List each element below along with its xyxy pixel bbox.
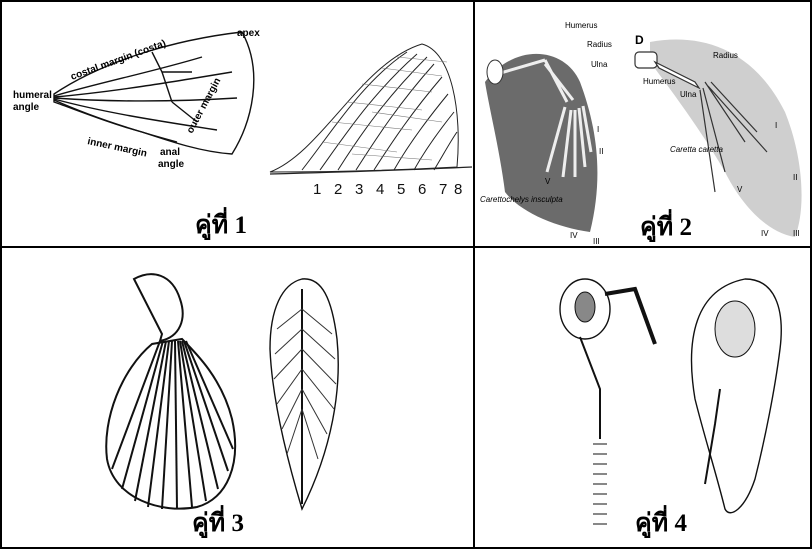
vein-number-4: 4 xyxy=(376,181,384,198)
right-digit-III: III xyxy=(793,229,800,238)
panel-pair-3: คู่ที่ 3 xyxy=(2,249,473,547)
left-radius-label: Radius xyxy=(587,40,612,49)
pair-2-label: คู่ที่ 2 xyxy=(640,215,692,240)
left-digit-IV: IV xyxy=(570,231,578,240)
right-species-label: Caretta caretta xyxy=(670,145,723,154)
humeral-angle-label-1: humeral xyxy=(13,90,52,101)
left-humerus-head xyxy=(487,60,503,84)
costal-margin-label: costal margin (costa) xyxy=(69,38,167,83)
panel-pair-4: คู่ที่ 4 xyxy=(475,249,810,547)
broad-fin-base xyxy=(134,274,183,341)
turtle-flipper-diagrams: Humerus Radius Ulna I II III IV V Carett… xyxy=(475,2,810,246)
vein-number-6: 6 xyxy=(418,181,426,198)
right-ulna-label: Ulna xyxy=(680,90,697,99)
left-species-label: Carettochelys insculpta xyxy=(480,195,563,204)
vein-number-3: 3 xyxy=(355,181,363,198)
vein-number-8: 8 xyxy=(454,181,462,198)
right-label-d: D xyxy=(635,33,644,47)
narrow-fin-outline xyxy=(270,279,338,509)
right-radius-label: Radius xyxy=(713,51,738,60)
left-digit-II: II xyxy=(599,147,603,156)
right-digit-IV: IV xyxy=(761,229,769,238)
vein-number-7: 7 xyxy=(439,181,447,198)
left-digit-III: III xyxy=(593,237,600,246)
left-ulna-label: Ulna xyxy=(591,60,608,69)
left-humerus-label: Humerus xyxy=(565,21,597,30)
right-digit-I: I xyxy=(775,121,777,130)
humeral-angle-label-2: angle xyxy=(13,102,40,113)
vein-number-5: 5 xyxy=(397,181,405,198)
apex-label: apex xyxy=(237,28,260,39)
insect-wing-diagrams: apex costal margin (costa) humeral angle… xyxy=(2,2,473,246)
vein-number-2: 2 xyxy=(334,181,342,198)
left-digit-I: I xyxy=(597,125,599,134)
left-digit-V: V xyxy=(545,177,551,186)
antenna xyxy=(605,289,655,344)
mouthpart-diagrams xyxy=(475,249,810,547)
fin-feather-diagrams xyxy=(2,249,473,547)
pair-1-label: คู่ที่ 1 xyxy=(195,213,247,238)
right-digit-V: V xyxy=(737,185,743,194)
pair-4-label: คู่ที่ 4 xyxy=(635,511,687,536)
compound-eye xyxy=(575,292,595,322)
anal-angle-label-2: angle xyxy=(158,159,185,170)
vein-number-1: 1 xyxy=(313,181,321,198)
right-humerus-label: Humerus xyxy=(643,77,675,86)
left-flipper-tissue xyxy=(485,54,597,232)
right-digit-II: II xyxy=(793,173,797,182)
outer-margin-label: outer margin xyxy=(185,76,223,135)
right-head-eye xyxy=(715,301,755,357)
right-flipper-shade xyxy=(650,40,802,237)
proboscis-segments xyxy=(593,444,607,524)
inner-margin-label: inner margin xyxy=(86,136,148,159)
mouthpart-stalk xyxy=(580,337,600,439)
panel-pair-1: apex costal margin (costa) humeral angle… xyxy=(2,2,473,246)
pair-3-label: คู่ที่ 3 xyxy=(192,511,244,536)
fan-veined-wing xyxy=(270,44,472,174)
anal-angle-label-1: anal xyxy=(160,147,180,158)
panel-pair-2: Humerus Radius Ulna I II III IV V Carett… xyxy=(475,2,810,246)
vein-number-labels: 1 2 3 4 5 6 7 8 xyxy=(313,181,462,198)
